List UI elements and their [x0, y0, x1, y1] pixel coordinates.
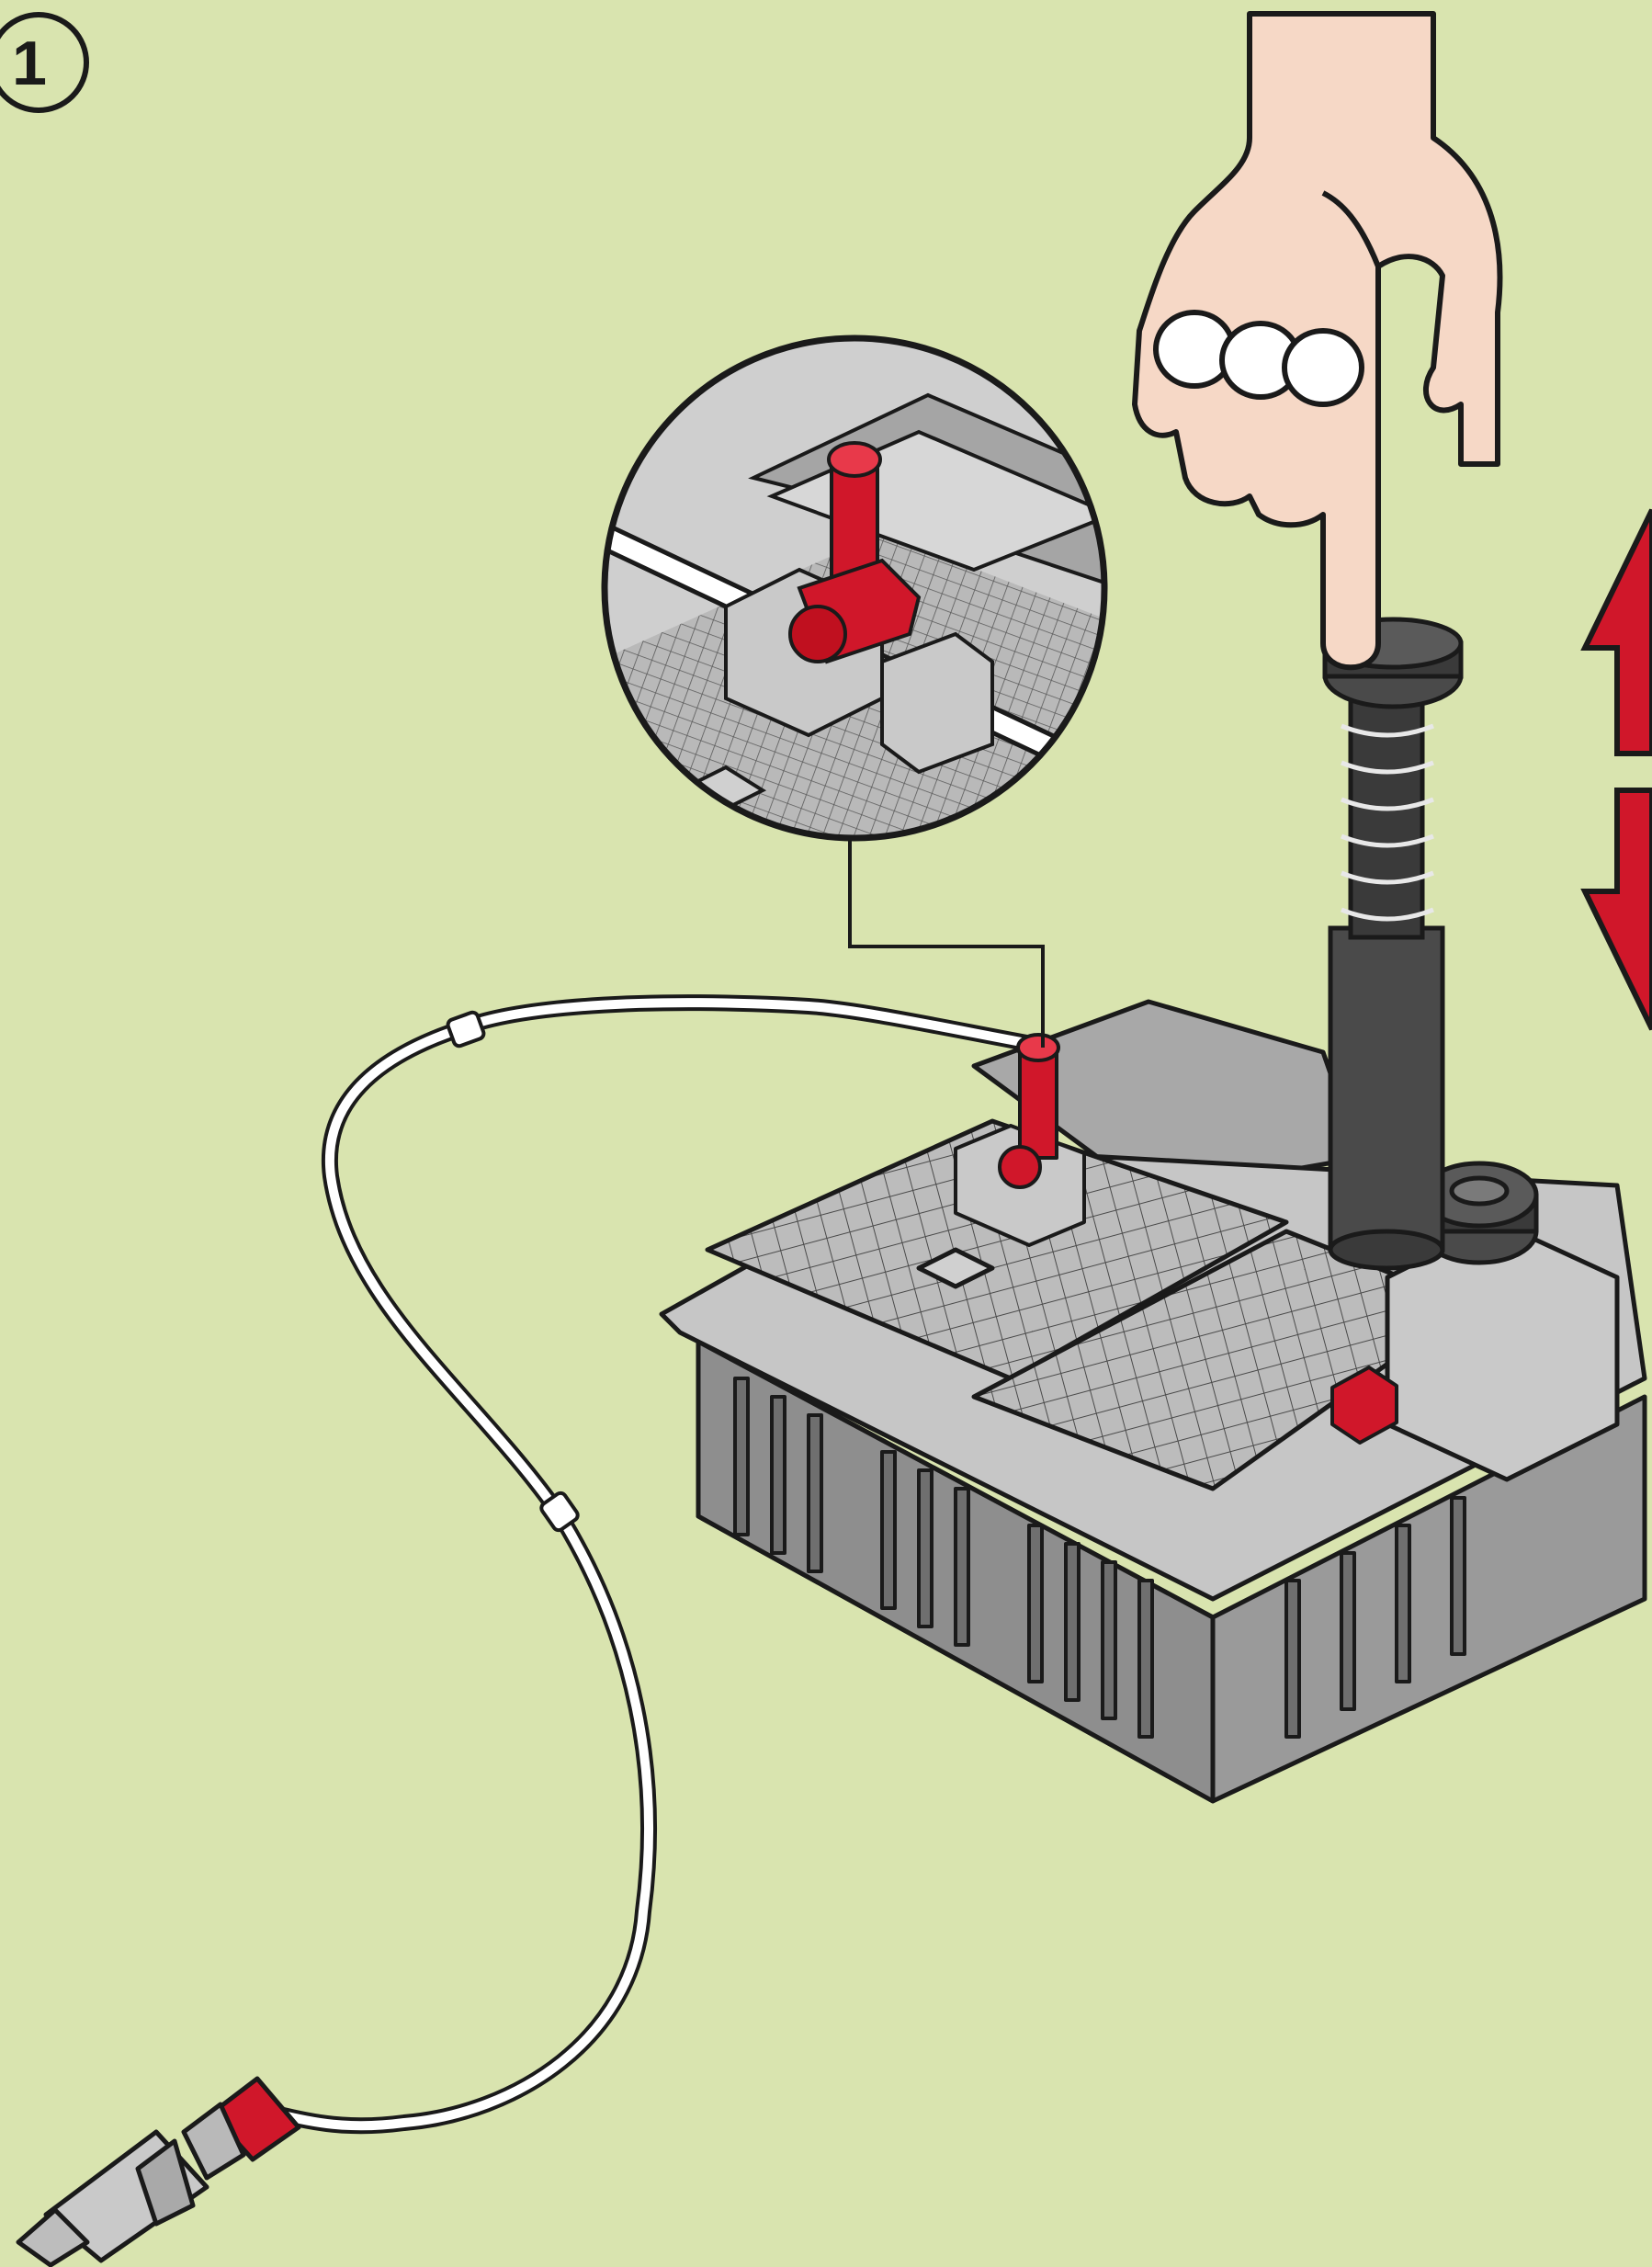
magnified-callout — [601, 334, 1108, 842]
tube-coupler — [446, 1010, 580, 1533]
step-badge: 1 — [0, 12, 89, 113]
callout-leader — [848, 836, 1045, 1048]
hand-pointer-icon — [1132, 11, 1503, 671]
arrow-down-icon — [1580, 788, 1652, 1031]
step-number: 1 — [12, 28, 47, 98]
arrow-up-icon — [1580, 508, 1652, 756]
pump-housing — [659, 999, 1647, 1804]
spray-nozzle — [16, 2076, 301, 2267]
valve-on-housing — [954, 1033, 1398, 1445]
pump-plunger — [1322, 617, 1464, 1271]
